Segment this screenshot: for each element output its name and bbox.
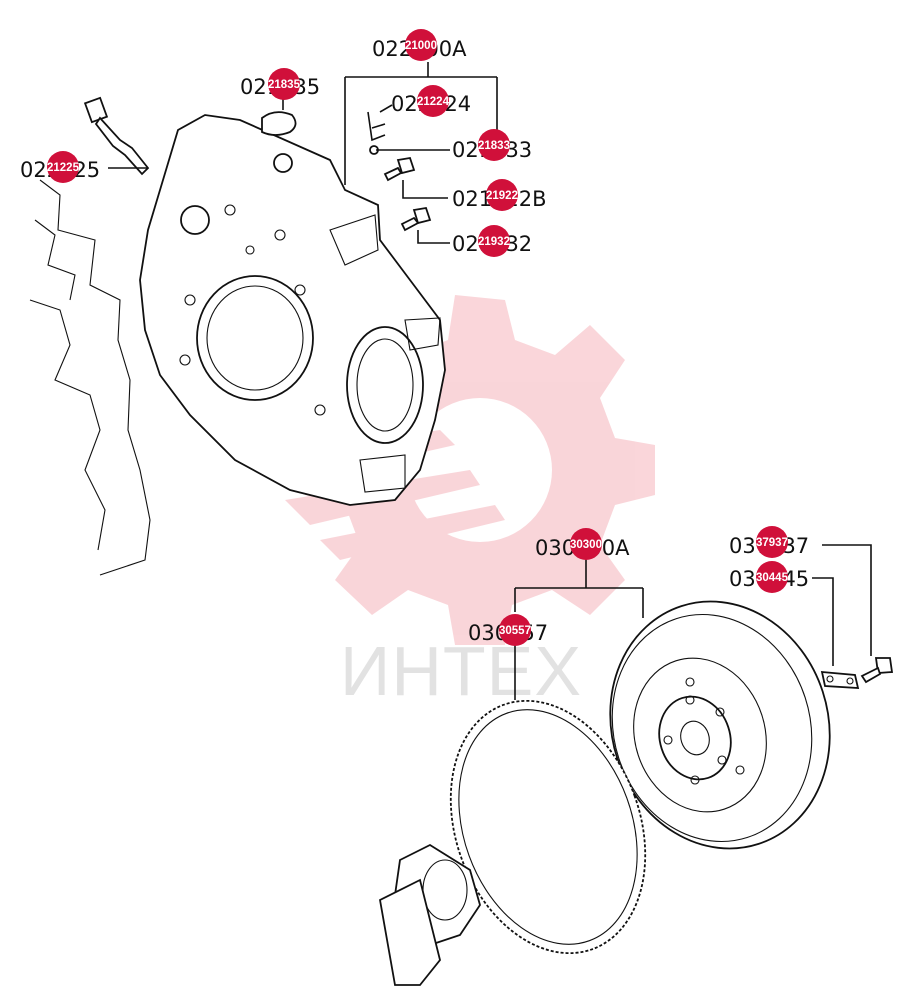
bolt-part: [400, 206, 432, 232]
callout-marker: [486, 179, 518, 211]
callout-marker-text: 21225: [47, 162, 80, 174]
callout-bolt[interactable]: 021932 21932: [452, 225, 532, 257]
callout-marker-text: 21932: [478, 236, 510, 248]
leader-lines: [108, 62, 872, 700]
flywheel-housing: [139, 114, 446, 506]
callout-marker: [47, 151, 79, 183]
bolt-b-part: [383, 156, 416, 182]
callout-marker-text: 30445: [756, 572, 789, 584]
callout-marker-text: 30557: [499, 625, 531, 637]
callout-marker: [756, 526, 788, 558]
callout-marker: [756, 561, 788, 593]
sensor-part: [83, 96, 150, 176]
crankshaft-end: [378, 843, 481, 986]
callout-washer-plate[interactable]: 030445 30445: [729, 561, 809, 593]
engine-block-outline: [29, 179, 151, 576]
callout-flywheel-group[interactable]: 030300A 30300: [535, 528, 630, 560]
callout-marker-text: 30300: [570, 539, 602, 551]
callout-marker-text: 21000: [405, 40, 437, 52]
callout-marker: [268, 68, 300, 100]
callout-marker-text: 21224: [417, 96, 450, 108]
callout-engine-cover-group[interactable]: 022100A 21000: [372, 29, 467, 61]
callout-marker-text: 21833: [478, 140, 510, 152]
callout-marker: [570, 528, 602, 560]
callout-bolt-b[interactable]: 021922B 21922: [452, 179, 547, 211]
bracket-part: [367, 111, 386, 142]
plate-part: [261, 111, 297, 136]
callout-marker: [478, 225, 510, 257]
callout-marker-text: 21835: [268, 79, 301, 91]
washer-plate-part: [820, 670, 860, 689]
callout-ring-gear[interactable]: 030557 30557: [468, 614, 548, 646]
callout-marker: [417, 85, 449, 117]
flywheel: [609, 600, 831, 850]
bolt-flywheel-part: [860, 657, 894, 684]
ring-gear: [449, 699, 647, 955]
callout-bracket[interactable]: 022124 21224: [391, 85, 471, 117]
callout-sensor[interactable]: 022125 21225: [20, 151, 100, 183]
callout-marker: [478, 129, 510, 161]
callout-marker: [499, 614, 531, 646]
callout-marker: [405, 29, 437, 61]
callout-marker-text: 21922: [486, 190, 518, 202]
callout-marker-text: 37937: [756, 537, 788, 549]
watermark-text: ИНТЕХ: [340, 632, 582, 710]
callout-nut[interactable]: 021833 21833: [452, 129, 532, 162]
